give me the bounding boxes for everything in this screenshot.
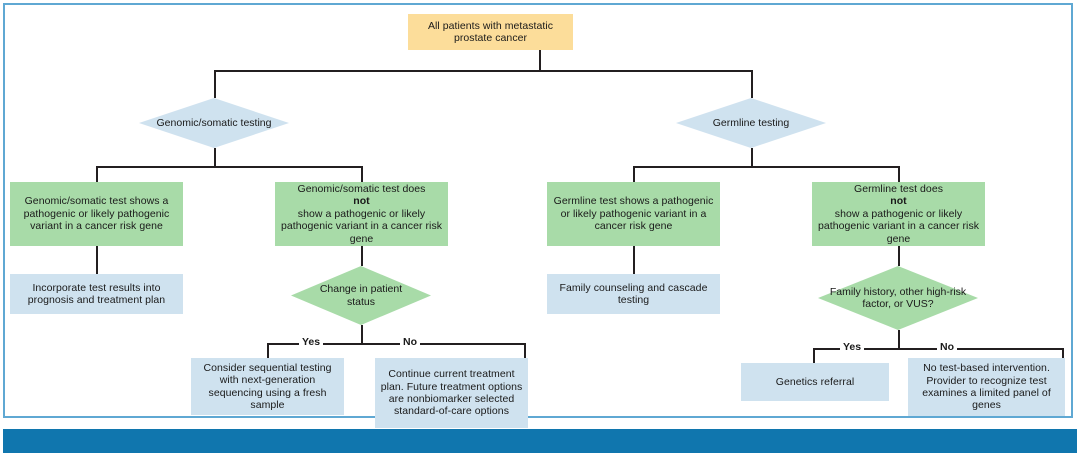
connector-to-germline-positive [633,166,635,182]
connector-to-somatic-decision [214,70,216,98]
node-germline-fh-no: No test-based intervention. Provider to … [908,358,1065,416]
node-germline-positive-label: Germline test shows a pathogenic or like… [553,195,714,233]
connector-germline-negative-to-fh [898,246,900,266]
connector-to-germline-decision [751,70,753,98]
edge-label-somatic-yes: Yes [299,336,324,348]
node-family-history-decision-label: Family history, other high-risk factor, … [829,285,967,310]
node-somatic-positive: Genomic/somatic test shows a pathogenic … [10,182,183,246]
connector-change-split [267,343,525,345]
connector-to-somatic-negative [361,166,363,182]
node-somatic-negative: Genomic/somatic test does not show a pat… [275,182,448,246]
connector-change-yes [267,343,269,358]
node-germline-positive: Germline test shows a pathogenic or like… [547,182,720,246]
node-somatic-change-no-label: Continue current treatment plan. Future … [380,368,523,418]
node-germline-decision-label: Germline testing [712,116,790,129]
node-germline-decision: Germline testing [676,98,826,148]
connector-germline-decision-stub [751,148,753,166]
node-change-status-decision-label: Change in patient status [319,283,403,308]
connector-change-stub [361,325,363,343]
connector-root-split [214,70,752,72]
connector-germline-positive-to-action [633,246,635,274]
connector-root-stub [539,50,541,70]
edge-label-germline-yes: Yes [840,341,865,353]
node-somatic-negative-label: Genomic/somatic test does not show a pat… [280,183,443,245]
connector-fh-no [1062,348,1064,363]
node-family-history-decision: Family history, other high-risk factor, … [818,266,978,330]
edge-label-germline-no: No [937,341,957,353]
node-somatic-decision-label: Genomic/somatic testing [156,116,272,129]
node-germline-positive-action-label: Family counseling and cascade testing [559,281,708,306]
connector-somatic-positive-to-action [96,246,98,274]
edge-label-somatic-no: No [400,336,420,348]
node-germline-fh-yes: Genetics referral [741,363,889,401]
node-somatic-decision: Genomic/somatic testing [139,98,289,148]
node-somatic-change-no: Continue current treatment plan. Future … [375,358,528,428]
footer-bar [3,429,1077,453]
node-germline-negative-label: Germline test does not show a pathogenic… [817,183,980,245]
connector-somatic-negative-to-change [361,246,363,266]
node-somatic-positive-action: Incorporate test results into prognosis … [10,274,183,314]
node-germline-fh-yes-label: Genetics referral [775,375,855,388]
connector-somatic-split [96,166,362,168]
node-somatic-change-yes: Consider sequential testing with next-ge… [191,358,344,415]
connector-fh-stub [898,330,900,348]
connector-fh-yes [813,348,815,363]
node-somatic-change-yes-label: Consider sequential testing with next-ge… [203,361,332,411]
connector-change-no [524,343,526,358]
connector-germline-split [633,166,899,168]
node-change-status-decision: Change in patient status [291,266,431,325]
node-germline-negative: Germline test does not show a pathogenic… [812,182,985,246]
node-somatic-positive-action-label: Incorporate test results into prognosis … [27,281,166,306]
connector-somatic-decision-stub [214,148,216,166]
node-germline-positive-action: Family counseling and cascade testing [547,274,720,314]
node-germline-fh-no-label: No test-based intervention. Provider to … [922,362,1051,412]
node-somatic-positive-label: Genomic/somatic test shows a pathogenic … [23,195,170,233]
connector-to-germline-negative [898,166,900,182]
node-root: All patients with metastatic prostate ca… [408,14,573,50]
node-root-label: All patients with metastatic prostate ca… [427,19,554,44]
connector-to-somatic-positive [96,166,98,182]
